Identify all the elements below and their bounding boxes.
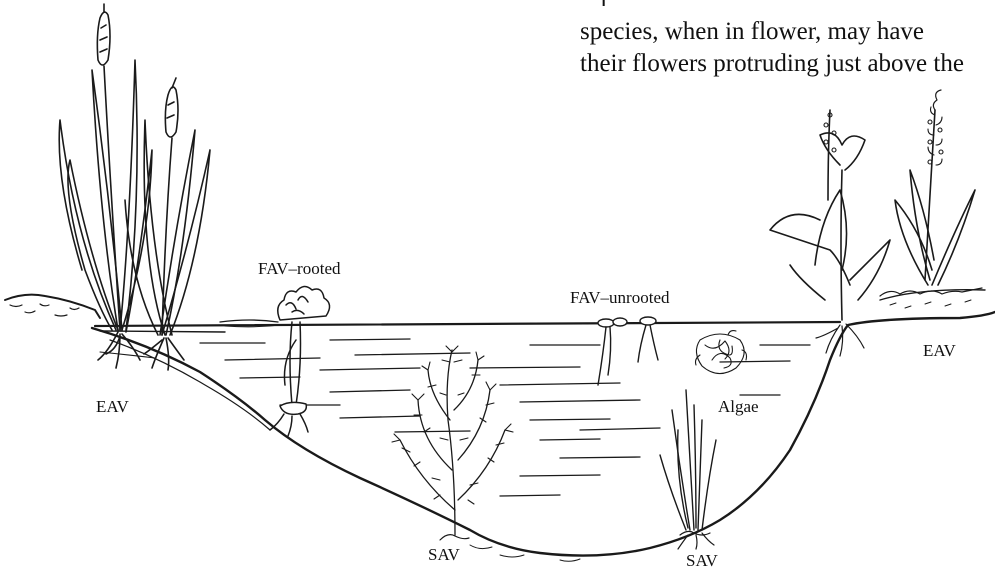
label-sav-right: SAV — [686, 551, 719, 569]
algae-clump — [696, 331, 747, 374]
pond-basin-inner-line — [110, 340, 270, 430]
fav-unrooted-duckweed — [598, 317, 658, 385]
pond-bottom-sediment — [470, 545, 580, 561]
pond-basin-outline — [92, 312, 995, 556]
left-shore-soil-texture — [10, 304, 79, 316]
water-surface-line — [95, 322, 840, 326]
cattail-plants-left — [59, 4, 210, 370]
fav-rooted-lily — [220, 286, 330, 436]
label-sav-center: SAV — [428, 545, 461, 564]
label-algae: Algae — [718, 397, 759, 416]
label-eav-left: EAV — [96, 397, 129, 416]
label-eav-right: EAV — [923, 341, 956, 360]
sav-center-plant — [392, 346, 513, 540]
label-fav-rooted: FAV–rooted — [258, 259, 341, 278]
label-fav-unrooted: FAV–unrooted — [570, 288, 670, 307]
sav-right-plant — [660, 390, 716, 549]
eav-right-plants — [770, 90, 985, 356]
